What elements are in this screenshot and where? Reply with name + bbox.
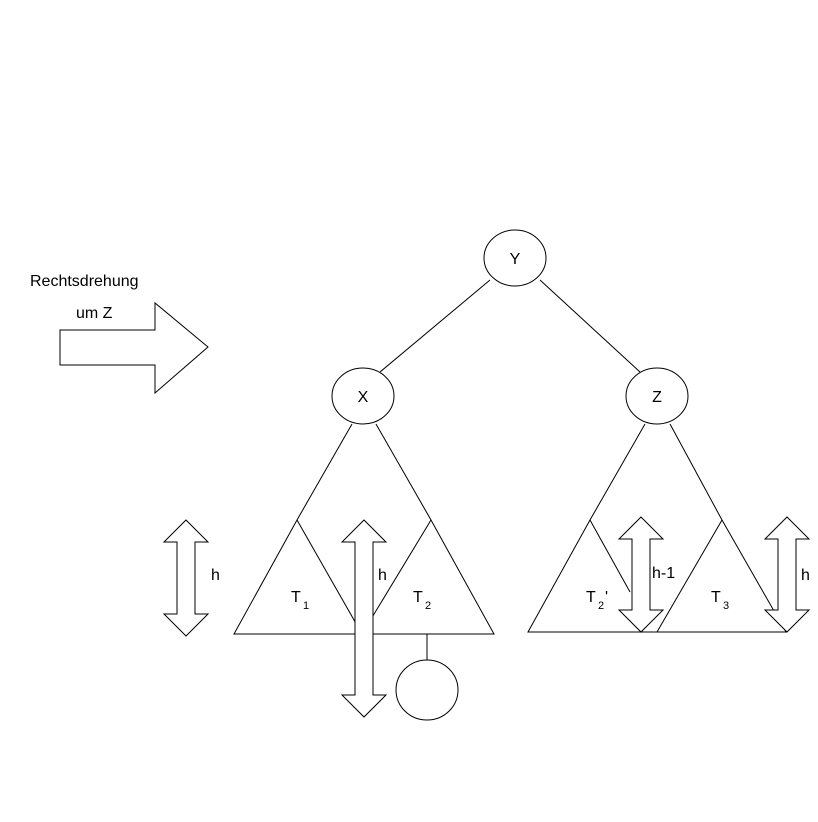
extra-node bbox=[395, 659, 459, 721]
height-arrow-right bbox=[763, 516, 811, 633]
edge-y-z bbox=[539, 279, 641, 373]
caption-line-1: Rechtsdrehung bbox=[30, 273, 139, 290]
svg-text:T: T bbox=[711, 589, 721, 606]
rotation-arrow bbox=[59, 301, 209, 395]
subtree-label-t1: T 1 bbox=[291, 589, 309, 612]
svg-text:T: T bbox=[291, 589, 301, 606]
subtree-z-outline bbox=[527, 423, 787, 633]
svg-text:1: 1 bbox=[303, 600, 309, 612]
edge-y-x bbox=[379, 279, 491, 373]
caption-line-2: um Z bbox=[76, 305, 113, 322]
node-y bbox=[483, 229, 547, 287]
t3-divider bbox=[656, 519, 723, 633]
node-y-label: Y bbox=[510, 251, 521, 268]
height-arrow-right-middle bbox=[617, 516, 665, 633]
t2p-divider bbox=[589, 519, 631, 593]
svg-text:': ' bbox=[605, 589, 608, 606]
height-arrow-middle bbox=[340, 519, 388, 718]
svg-text:2: 2 bbox=[425, 600, 431, 612]
subtree-label-t2-prime: T 2 ' bbox=[586, 589, 608, 612]
svg-text:3: 3 bbox=[723, 600, 729, 612]
node-x bbox=[331, 367, 395, 425]
height-label-middle: h bbox=[378, 567, 387, 584]
node-z-label: Z bbox=[652, 389, 662, 406]
height-label-left: h bbox=[211, 567, 220, 584]
t1-divider bbox=[296, 519, 363, 635]
subtree-label-t2: T 2 bbox=[413, 589, 431, 612]
node-z bbox=[625, 367, 689, 425]
height-label-right: h bbox=[801, 567, 810, 584]
svg-text:2: 2 bbox=[598, 600, 604, 612]
svg-text:T: T bbox=[586, 589, 596, 606]
node-x-label: X bbox=[358, 389, 369, 406]
subtree-label-t3: T 3 bbox=[711, 589, 729, 612]
height-label-right-middle: h-1 bbox=[652, 565, 675, 582]
svg-text:T: T bbox=[413, 589, 423, 606]
height-arrow-left bbox=[162, 519, 210, 637]
